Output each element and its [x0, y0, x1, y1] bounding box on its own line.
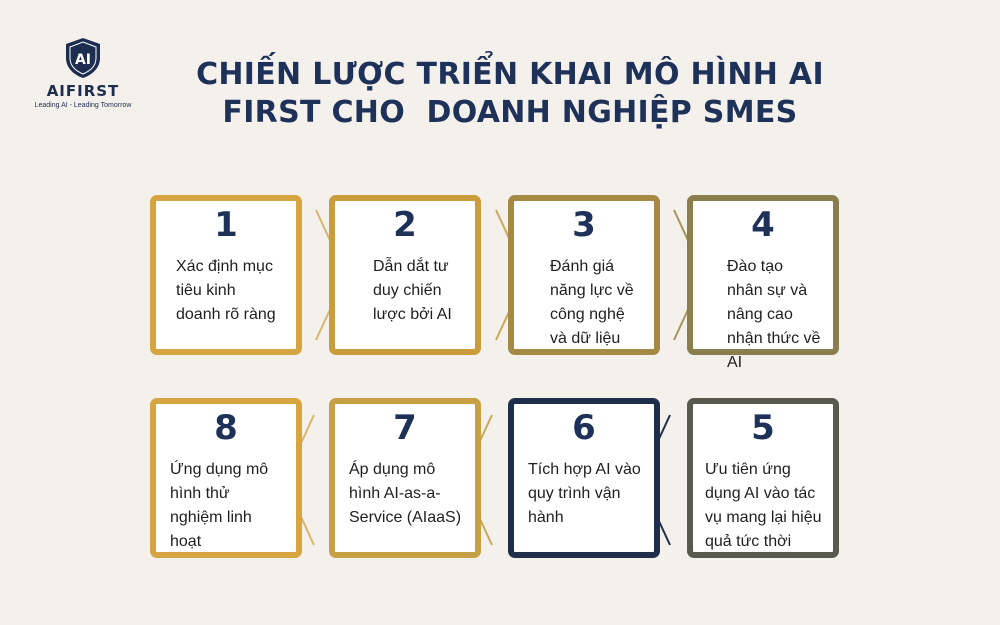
- logo-name: AIFIRST: [46, 82, 120, 100]
- step-text: Xác định mục tiêu kinh doanh rõ ràng: [176, 258, 276, 323]
- step-number: 4: [751, 205, 775, 245]
- title-line-1: CHIẾN LƯỢC TRIỂN KHAI MÔ HÌNH AI: [196, 57, 824, 92]
- step-card-8: 8 Ứng dụng mô hình thử nghiệm linh hoạt: [150, 398, 302, 558]
- step-card-3: 3 Đánh giá năng lực về công nghệ và dữ l…: [508, 195, 660, 355]
- brand-logo: AI AIFIRST Leading AI - Leading Tomorrow: [28, 36, 138, 109]
- step-card-4: 4 Đào tạo nhân sự và nâng cao nhận thức …: [687, 195, 839, 371]
- step-card-5: 5 Ưu tiên ứng dụng AI vào tác vụ mang lạ…: [687, 398, 839, 558]
- step-number: 2: [393, 205, 417, 245]
- step-number: 7: [393, 408, 417, 448]
- step-card-2: 2 Dẫn dắt tư duy chiến lược bởi AI: [329, 195, 481, 355]
- step-text: Dẫn dắt tư duy chiến lược bởi AI: [373, 258, 452, 323]
- step-number: 6: [572, 408, 596, 448]
- title-line-2: FIRST CHO DOANH NGHIỆP SMES: [222, 95, 798, 130]
- step-card-6: 6 Tích hợp AI vào quy trình vận hành: [508, 398, 660, 558]
- shield-icon: AI: [66, 38, 100, 78]
- step-number: 3: [572, 205, 596, 245]
- step-card-1: 1 Xác định mục tiêu kinh doanh rõ ràng: [150, 195, 302, 355]
- page-title: CHIẾN LƯỢC TRIỂN KHAI MÔ HÌNH AI FIRST C…: [150, 56, 870, 132]
- step-number: 1: [214, 205, 238, 245]
- step-number: 8: [214, 408, 238, 448]
- step-text: Đào tạo nhân sự và nâng cao nhận thức về…: [727, 258, 821, 371]
- step-text: Đánh giá năng lực về công nghệ và dữ liệ…: [550, 258, 634, 347]
- logo-tagline: Leading AI - Leading Tomorrow: [34, 102, 132, 109]
- logo-mark: AI: [75, 52, 91, 68]
- step-text: Ứng dụng mô hình thử nghiệm linh hoạt: [170, 461, 269, 550]
- step-text: Tích hợp AI vào quy trình vận hành: [528, 461, 641, 526]
- step-text: Áp dụng mô hình AI-as-a-Service (AIaaS): [349, 461, 462, 526]
- step-text: Ưu tiên ứng dụng AI vào tác vụ mang lại …: [705, 461, 822, 550]
- step-card-7: 7 Áp dụng mô hình AI-as-a-Service (AIaaS…: [329, 398, 481, 558]
- step-number: 5: [751, 408, 775, 448]
